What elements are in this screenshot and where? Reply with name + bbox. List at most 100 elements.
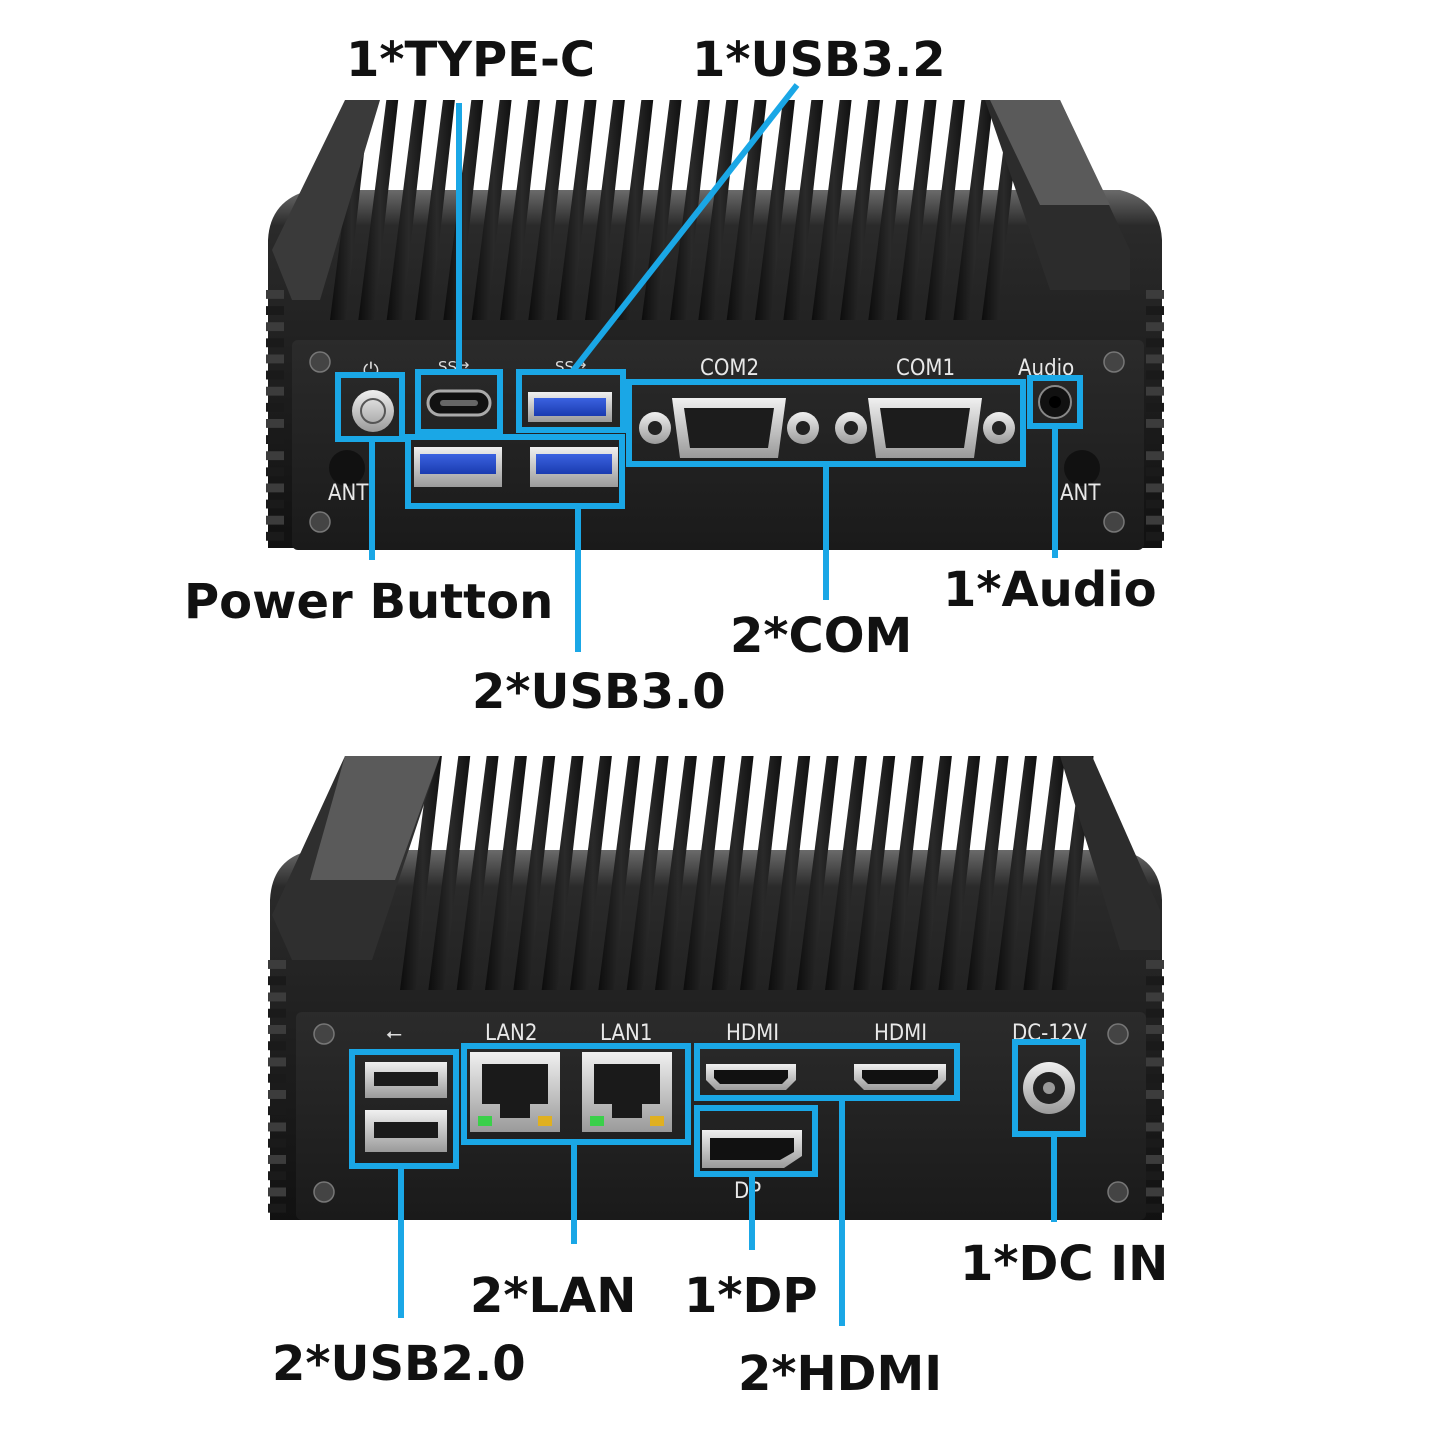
side-rib: [268, 1122, 286, 1132]
heatsink-fin: [966, 756, 1009, 990]
top-screws: [309, 351, 1125, 533]
usb32-callout: 1*USB3.2: [692, 32, 946, 88]
heatsink-fin: [953, 100, 994, 320]
heatsink-fin: [443, 100, 484, 320]
com1-label: COM1: [896, 356, 955, 381]
side-rib: [1146, 386, 1164, 396]
heatsink-fin: [938, 756, 981, 990]
side-rib: [268, 1171, 286, 1181]
heatsink-fin: [415, 100, 455, 320]
side-rib: [268, 960, 286, 969]
side-rib: [266, 322, 284, 332]
usb30-ports-icon: [414, 447, 618, 487]
side-rib: [268, 1155, 286, 1164]
side-rib: [1146, 531, 1164, 541]
side-rib: [268, 1138, 286, 1148]
bottom-device: ⭠ LAN2 LAN1 HDMI HDMI: [268, 756, 1164, 1326]
heatsink-fin: [428, 756, 471, 990]
heatsink-fin: [740, 756, 782, 990]
heatsink-fin: [655, 756, 697, 990]
heatsink-fin: [670, 100, 710, 320]
heatsink-fin: [1023, 756, 1066, 990]
side-rib: [266, 402, 284, 412]
side-rib: [1146, 1203, 1164, 1213]
heatsink-fin: [641, 100, 682, 320]
side-rib: [1146, 483, 1164, 493]
side-rib: [1146, 1008, 1164, 1018]
bottom-heatsink-fins: [400, 756, 1094, 990]
hdmi-a-label: HDMI: [726, 1021, 779, 1046]
heatsink-fin: [400, 756, 442, 990]
side-rib: [266, 370, 284, 380]
power-button-callout: Power Button: [184, 574, 554, 630]
svg-text:⭠: ⭠: [386, 1021, 402, 1045]
side-rib: [1146, 419, 1164, 428]
side-rib: [1146, 290, 1164, 299]
side-rib: [1146, 515, 1164, 525]
side-rib: [266, 290, 284, 299]
top-side-ribs-right: [1146, 290, 1164, 541]
side-rib: [266, 483, 284, 493]
side-rib: [1146, 992, 1164, 1002]
side-rib: [268, 992, 286, 1002]
com2-label: COM2: [700, 356, 759, 381]
heatsink-fin: [556, 100, 597, 320]
side-rib: [1146, 960, 1164, 969]
side-rib: [1146, 467, 1164, 477]
side-rib: [266, 531, 284, 541]
side-rib: [1146, 1041, 1164, 1051]
com-callout: 2*COM: [730, 608, 913, 664]
bottom-leader-lines: [398, 1098, 1057, 1326]
top-heatsink-fins: [330, 100, 1022, 320]
heatsink-fin: [485, 756, 527, 990]
heatsink-fin: [626, 756, 669, 990]
side-rib: [1146, 402, 1164, 412]
side-rib: [1146, 1138, 1164, 1148]
heatsink-fin: [570, 756, 612, 990]
lan2-label: LAN2: [485, 1021, 537, 1046]
bottom-screws: [313, 1023, 1129, 1203]
antenna-right-icon: [1064, 450, 1100, 486]
side-rib: [1146, 354, 1164, 364]
side-rib: [1146, 1187, 1164, 1197]
side-rib: [1146, 338, 1164, 348]
side-rib: [1146, 322, 1164, 332]
side-rib: [268, 1106, 286, 1116]
heatsink-fin: [896, 100, 937, 320]
heatsink-fin: [853, 756, 896, 990]
heatsink-fin: [881, 756, 924, 990]
heatsink-fin: [528, 100, 569, 320]
antenna-left-icon: [329, 450, 365, 486]
side-rib: [266, 338, 284, 348]
side-rib: [1146, 1155, 1164, 1164]
side-rib: [1146, 1122, 1164, 1132]
side-rib: [1146, 306, 1164, 315]
side-rib: [1146, 976, 1164, 986]
side-rib: [1146, 451, 1164, 461]
heatsink-fin: [868, 100, 909, 320]
lan-ports-icon: [470, 1052, 672, 1132]
hdmi-ports-icon: [706, 1064, 946, 1090]
usb20-ports-icon: ⭠: [365, 1021, 447, 1152]
side-rib: [266, 515, 284, 525]
heatsink-fin: [500, 100, 540, 320]
heatsink-fin: [386, 100, 427, 320]
heatsink-fin: [726, 100, 767, 320]
side-rib: [268, 1057, 286, 1067]
side-rib: [268, 1008, 286, 1018]
side-rib: [268, 1073, 286, 1083]
hdmi-callout: 2*HDMI: [738, 1346, 943, 1402]
side-rib: [1146, 1057, 1164, 1067]
bottom-side-ribs-right: [1146, 960, 1164, 1213]
side-rib: [268, 1041, 286, 1051]
dc-in-callout: 1*DC IN: [960, 1236, 1169, 1292]
heatsink-fin: [456, 756, 499, 990]
side-rib: [266, 451, 284, 461]
heatsink-fin: [513, 756, 556, 990]
bottom-side-ribs-left: [268, 960, 286, 1213]
side-rib: [266, 354, 284, 364]
side-rib: [266, 386, 284, 396]
svg-text:⏻: ⏻: [363, 358, 379, 382]
side-rib: [268, 1187, 286, 1197]
